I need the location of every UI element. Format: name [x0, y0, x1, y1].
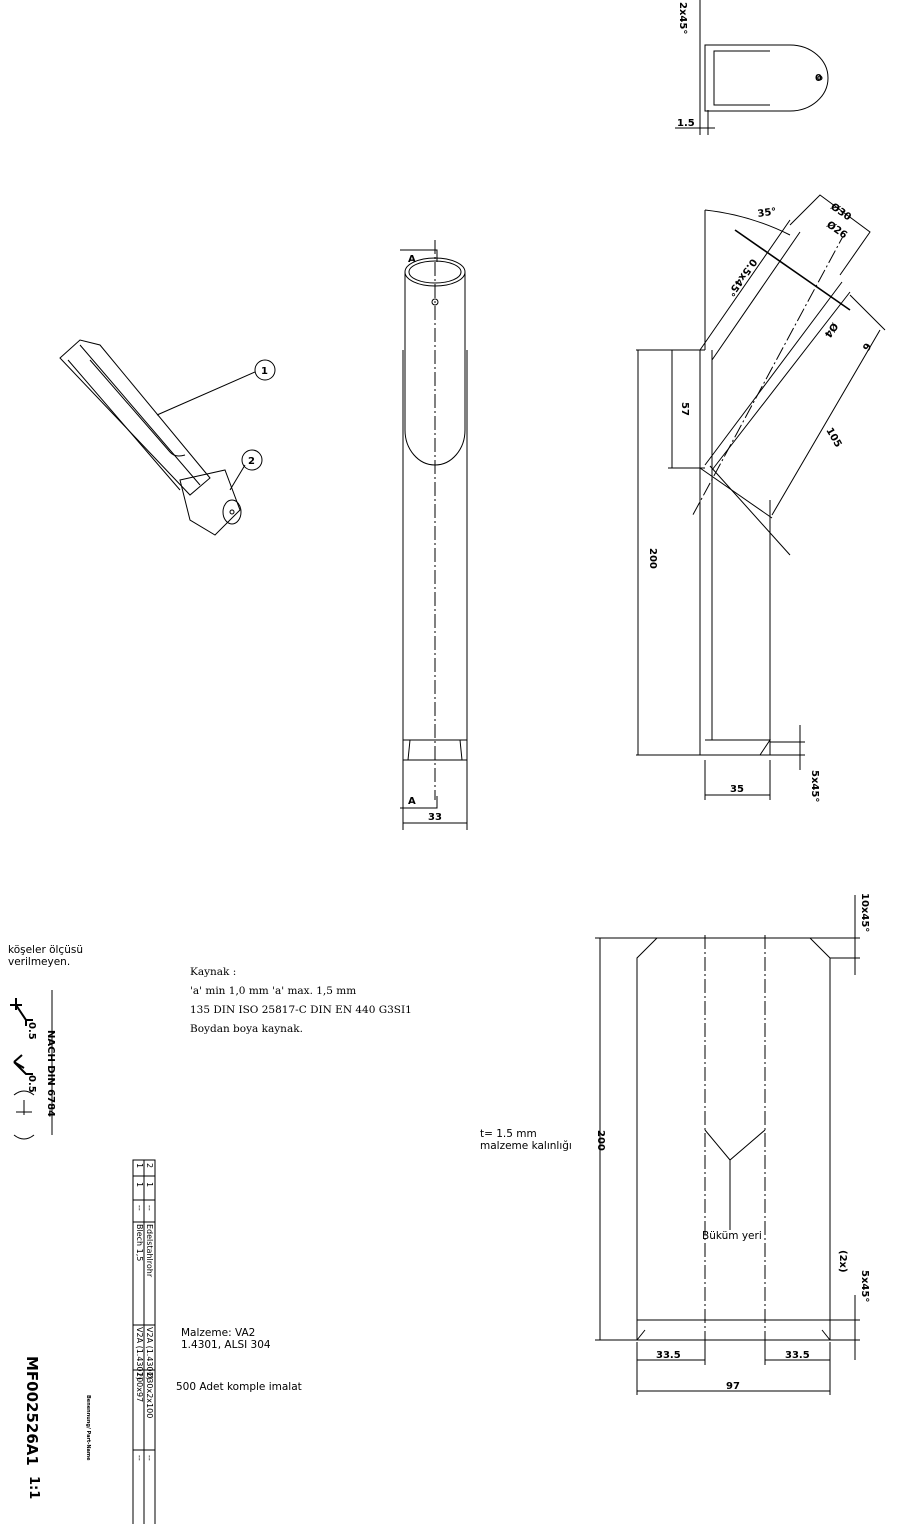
- part-note: --: [145, 1455, 154, 1461]
- count-label: (2x): [837, 1250, 848, 1273]
- parts-list: [132, 1159, 156, 1524]
- quantity-note: 500 Adet komple imalat: [176, 1381, 302, 1393]
- drawing-number: MF002526A1: [23, 1356, 41, 1466]
- top-chamfer-flat-label: 10x45°: [859, 893, 870, 932]
- material-line2: 1.4301, ALSI 304: [181, 1339, 271, 1351]
- flat-pattern: 10x45° 200 33.5 33.5 97 (2x) 5x45°: [595, 893, 870, 1395]
- base-width-label: 35: [730, 784, 744, 795]
- welding-standard: 135 DIN ISO 25817-C DIN EN 440 G3SI1: [190, 1004, 412, 1016]
- section-mark-top: A: [408, 254, 416, 265]
- welding-throat: 'a' min 1,0 mm 'a' max. 1,5 mm: [190, 985, 357, 997]
- balloon-2-label: 2: [248, 456, 255, 467]
- isometric-view: 1 2: [59, 339, 276, 536]
- part-pos: 1: [135, 1163, 144, 1169]
- total-width-label: 97: [726, 1381, 740, 1392]
- bend-label: Büküm yeri: [702, 1230, 762, 1242]
- weld-symbols: 0.5 0.5 NACH DIN 6784: [10, 990, 56, 1140]
- section-mark-bottom: A: [408, 796, 416, 807]
- balloon-2: [241, 449, 263, 471]
- part-qty: 1: [145, 1182, 154, 1188]
- corners-note: köşeler ölçüsü verilmeyen.: [8, 944, 83, 968]
- section-view: 35° Ø30 Ø26 0.5x45° Ø4 6 200 57 105 35 5…: [636, 194, 886, 802]
- top-view: 2x45° 1.5 0: [675, 0, 829, 135]
- part-name-label: Benennung/ Part-Name: [85, 1395, 91, 1461]
- weld-height-label: 57: [679, 402, 690, 416]
- welding-extent: Boydan boya kaynak.: [190, 1023, 303, 1035]
- weld-value-1: 0.5: [26, 1022, 37, 1040]
- flat-height-label: 200: [595, 1130, 606, 1151]
- front-width-label: 33: [428, 812, 442, 823]
- welding-notes: Kaynak : 'a' min 1,0 mm 'a' max. 1,5 mm …: [190, 963, 412, 1039]
- thickness-line2: malzeme kalınlığı: [480, 1140, 572, 1152]
- bottom-chamfer-label: 5x45°: [859, 1270, 870, 1302]
- top-thickness-label: 1.5: [677, 118, 695, 129]
- thickness-note: t= 1.5 mm malzeme kalınlığı: [480, 1128, 572, 1152]
- material-note: Malzeme: VA2 1.4301, ALSI 304: [181, 1327, 271, 1351]
- balloon-1-label: 1: [261, 366, 268, 377]
- balloon-1: [254, 359, 276, 381]
- top-hole-label: 0: [815, 73, 822, 84]
- welding-title: Kaynak :: [190, 966, 237, 978]
- part-dash: --: [145, 1205, 154, 1211]
- corners-note-line2: verilmeyen.: [8, 956, 71, 968]
- angle-label: 35°: [757, 206, 777, 220]
- part-name: Blech 1,5: [135, 1224, 144, 1262]
- thickness-line1: t= 1.5 mm: [480, 1128, 537, 1140]
- part-dash: --: [135, 1205, 144, 1211]
- weld-standard: NACH DIN 6784: [45, 1030, 56, 1117]
- section-height-label: 200: [647, 548, 658, 569]
- part-qty: 1: [135, 1182, 144, 1188]
- tube-length-label: 105: [823, 426, 843, 450]
- hole-offset-label: 6: [860, 340, 873, 352]
- left-offset-label: 33.5: [656, 1350, 681, 1361]
- front-view: A A 33: [400, 240, 468, 830]
- part-size: Ø30x2x100: [145, 1372, 154, 1419]
- part-name: Edelstahlrohr: [145, 1224, 154, 1278]
- material-line1: Malzeme: VA2: [181, 1327, 256, 1339]
- tube-chamfer-label: 0.5x45°: [725, 256, 759, 298]
- right-offset-label: 33.5: [785, 1350, 810, 1361]
- part-pos: 2: [145, 1163, 154, 1169]
- scale: 1:1: [26, 1476, 41, 1500]
- part-size: 200x97: [135, 1372, 144, 1403]
- top-chamfer-label: 2x45°: [677, 2, 688, 34]
- weld-value-2: 0.5: [26, 1075, 37, 1093]
- hole-diameter-label: Ø4: [822, 320, 841, 340]
- corners-note-line1: köşeler ölçüsü: [8, 944, 83, 956]
- part-note: --: [135, 1455, 144, 1461]
- base-chamfer-label: 5x45°: [809, 770, 820, 802]
